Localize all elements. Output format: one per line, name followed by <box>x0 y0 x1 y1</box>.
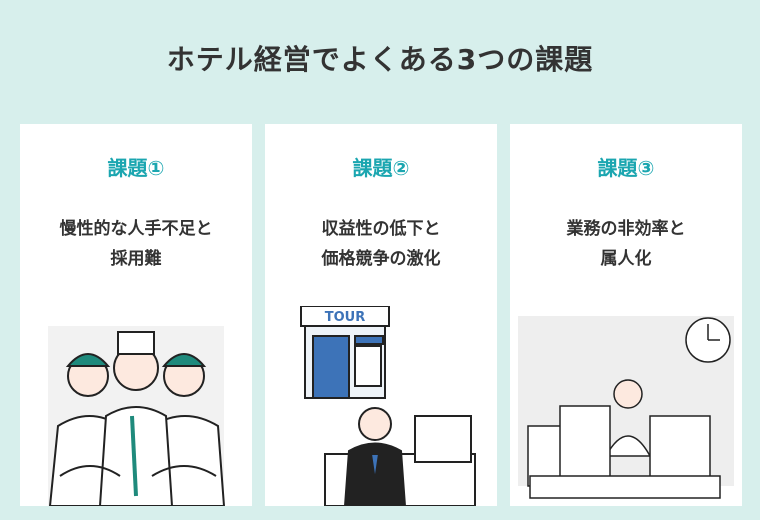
desc-line: 価格競争の激化 <box>321 249 441 269</box>
issue-description: 慢性的な人手不足と採用難 <box>20 214 252 274</box>
desc-line: 慢性的な人手不足と <box>59 219 213 239</box>
issue-description: 業務の非効率と属人化 <box>510 214 742 274</box>
issue-label: 課題② <box>352 156 410 180</box>
desc-line: 業務の非効率と <box>566 219 686 239</box>
issue-card-3: 課題③ 業務の非効率と属人化 <box>510 124 742 506</box>
issue-label: 課題① <box>107 156 165 180</box>
paperwork-overload-illustration <box>518 316 734 499</box>
desc-line: 採用難 <box>110 249 162 269</box>
tour-sign: TOUR <box>325 310 366 325</box>
issue-card-1: 課題① 慢性的な人手不足と採用難 <box>20 124 252 506</box>
page-title: ホテル経営でよくある3つの課題 <box>166 43 594 76</box>
desc-line: 収益性の低下と <box>321 219 441 239</box>
issue-description: 収益性の低下と価格競争の激化 <box>265 214 497 274</box>
issue-card-2: 課題② 収益性の低下と価格競争の激化 TOUR <box>265 124 497 506</box>
issue-label: 課題③ <box>597 156 655 180</box>
price-competition-illustration: TOUR <box>300 306 476 506</box>
desc-line: 属人化 <box>600 249 652 269</box>
staff-shortage-illustration <box>48 326 226 506</box>
